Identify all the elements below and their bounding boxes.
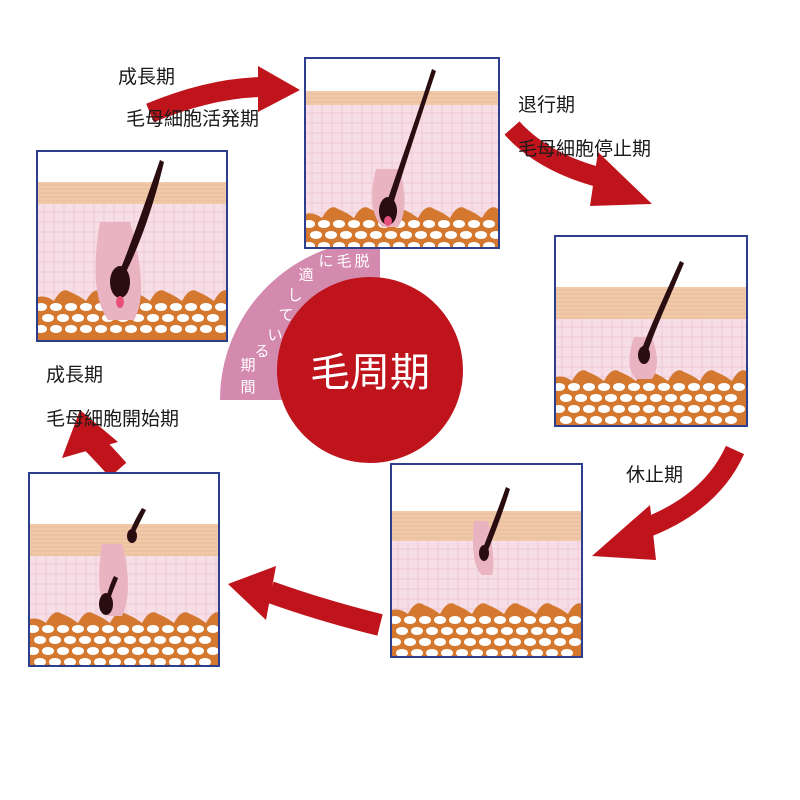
- phase-label-catagen: 退行期: [518, 94, 576, 116]
- arc-text-char: し: [287, 286, 302, 304]
- arc-text-char: 期: [240, 356, 255, 374]
- arc-text-char: い: [267, 326, 282, 344]
- arrow-right-top: [504, 121, 652, 206]
- arc-text-char: 適: [298, 266, 313, 284]
- phase-label-growth: 成長期: [118, 66, 176, 88]
- phase-label-early-growth: 成長期: [46, 364, 104, 386]
- panel-telogen: [390, 463, 583, 658]
- arrow-left: [62, 410, 127, 478]
- panel-growth-late: [304, 57, 500, 249]
- phase-sublabel-catagen: 毛母細胞停止期: [518, 138, 652, 160]
- phase-label-telogen: 休止期: [626, 464, 684, 486]
- arc-text-char: 間: [240, 378, 255, 396]
- arc-text-char: 脱: [354, 252, 369, 270]
- arrow-top: [146, 66, 300, 123]
- arc-text-char: に: [318, 252, 333, 270]
- arc-text-char: て: [278, 306, 293, 324]
- panel-growth-early-top: [36, 150, 228, 342]
- arc-text-char: 毛: [336, 252, 351, 270]
- phase-sublabel-early-growth: 毛母細胞開始期: [46, 408, 180, 430]
- center-title: 毛周期: [310, 350, 430, 396]
- arrow-bottom: [228, 566, 383, 636]
- panel-new-growth: [28, 472, 220, 667]
- phase-sublabel-growth: 毛母細胞活発期: [126, 108, 260, 130]
- arrow-right-bottom: [592, 445, 745, 560]
- panel-catagen: [554, 235, 748, 427]
- hair-cycle-circle: [277, 277, 463, 463]
- arc-text-char: る: [254, 342, 269, 360]
